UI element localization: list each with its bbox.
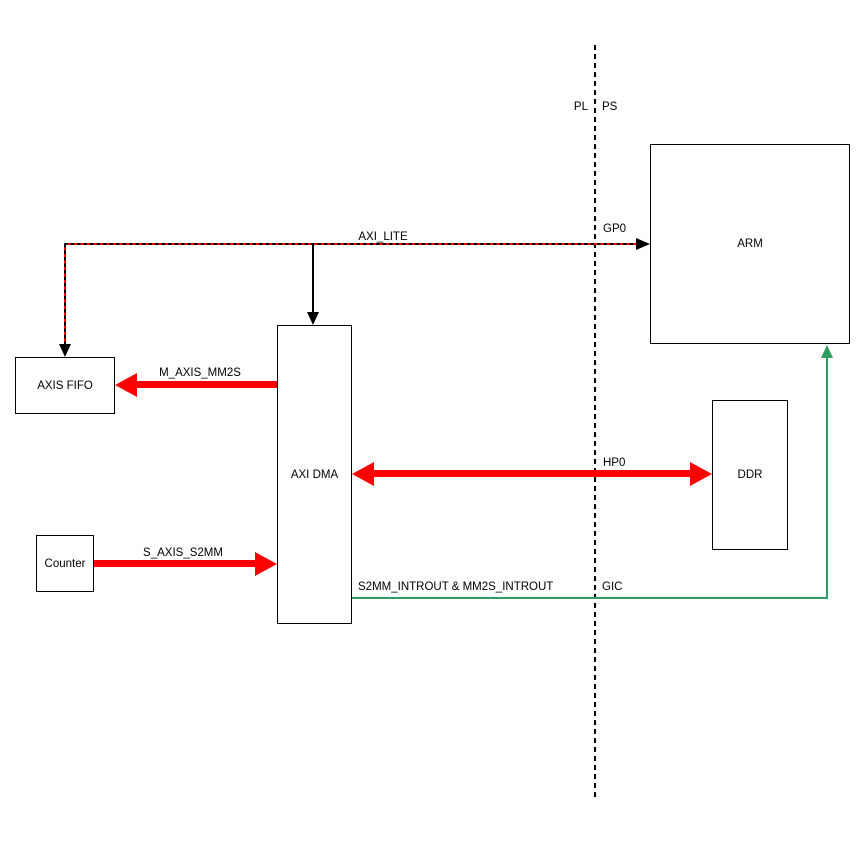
s-axis-s2mm-label: S_AXIS_S2MM bbox=[143, 547, 223, 559]
counter-block-label: Counter bbox=[44, 557, 86, 570]
ps-region-label: PS bbox=[602, 101, 618, 113]
hp0-port-label: HP0 bbox=[603, 457, 626, 469]
s-axis-s2mm-arrow-body bbox=[94, 560, 256, 567]
hp0-arrowhead-into-ddr bbox=[690, 462, 712, 486]
axi-dma-block: AXI DMA bbox=[277, 325, 352, 624]
hp0-arrowhead-into-axi-dma bbox=[352, 462, 374, 486]
hp0-arrow-body bbox=[373, 470, 691, 477]
ddr-block-label: DDR bbox=[737, 469, 763, 481]
axi-lite-connector-horizontal bbox=[64, 243, 639, 245]
axi-lite-arrowhead-into-arm bbox=[636, 238, 650, 250]
axis-fifo-block: AXIS FIFO bbox=[15, 357, 115, 414]
m-axis-mm2s-arrowhead bbox=[115, 373, 137, 397]
ddr-block: DDR bbox=[712, 400, 788, 550]
interrupt-signals-label: S2MM_INTROUT & MM2S_INTROUT bbox=[358, 581, 554, 593]
interrupt-connector-horizontal bbox=[352, 597, 828, 599]
axi-lite-arrowhead-into-axi-dma bbox=[307, 312, 319, 325]
pl-ps-divider-dashed-line bbox=[594, 45, 596, 798]
axi-lite-connector-vertical bbox=[64, 244, 66, 346]
gic-port-label: GIC bbox=[602, 581, 623, 593]
axis-fifo-block-label: AXIS FIFO bbox=[37, 379, 93, 392]
m-axis-mm2s-label: M_AXIS_MM2S bbox=[159, 367, 241, 379]
interrupt-connector-vertical bbox=[826, 356, 828, 598]
axi-lite-arrowhead-into-axis-fifo bbox=[59, 344, 71, 357]
pl-region-label: PL bbox=[573, 101, 588, 113]
s-axis-s2mm-arrowhead bbox=[255, 552, 277, 576]
interrupt-arrowhead-into-arm bbox=[821, 345, 833, 358]
arm-block: ARM bbox=[650, 144, 850, 344]
counter-block: Counter bbox=[36, 535, 94, 592]
m-axis-mm2s-arrow-body bbox=[136, 381, 277, 388]
arm-block-label: ARM bbox=[737, 238, 763, 250]
axi-lite-label: AXI_LITE bbox=[358, 231, 408, 243]
axi-dma-block-label: AXI DMA bbox=[290, 468, 339, 481]
axi-lite-branch-to-axi-dma bbox=[312, 244, 314, 313]
gp0-port-label: GP0 bbox=[603, 223, 627, 235]
